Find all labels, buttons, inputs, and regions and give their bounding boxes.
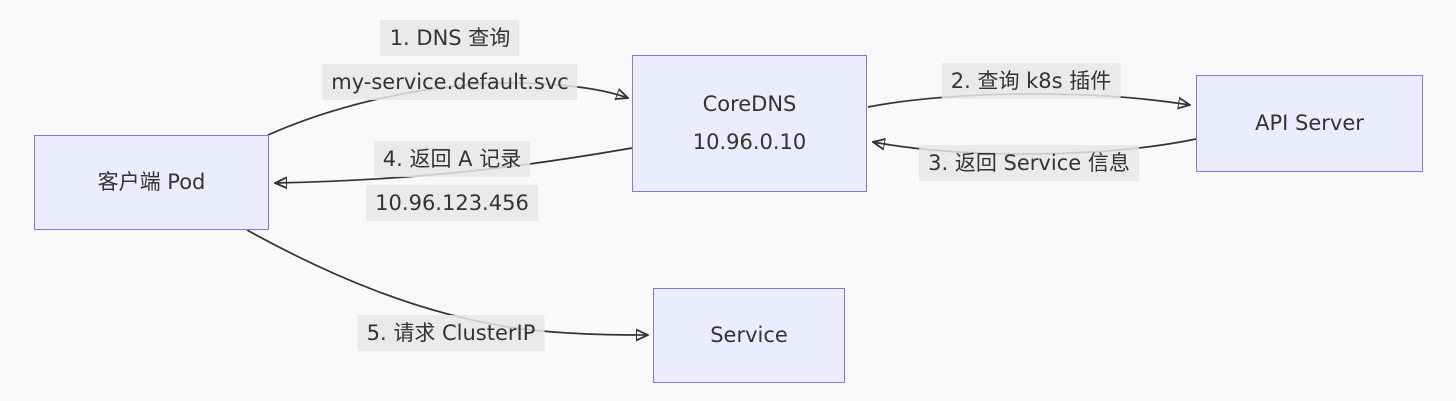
edge-label-1: 1. DNS 查询 my-service.default.svc bbox=[322, 20, 578, 100]
edge-label-3-line-1: 3. 返回 Service 信息 bbox=[919, 145, 1139, 181]
node-service: Service bbox=[653, 288, 845, 383]
node-client-pod: 客户端 Pod bbox=[34, 135, 269, 230]
edge-label-4: 4. 返回 A 记录 10.96.123.456 bbox=[366, 141, 538, 221]
node-api-server: API Server bbox=[1196, 75, 1423, 172]
node-coredns: CoreDNS 10.96.0.10 bbox=[632, 55, 867, 192]
node-coredns-ip: 10.96.0.10 bbox=[692, 129, 807, 154]
node-client-pod-label: 客户端 Pod bbox=[97, 169, 206, 194]
node-service-label: Service bbox=[710, 322, 788, 347]
node-api-server-label: API Server bbox=[1255, 110, 1364, 135]
edge-label-3: 3. 返回 Service 信息 bbox=[919, 145, 1139, 181]
edge-label-1-line-1: 1. DNS 查询 bbox=[380, 20, 520, 56]
edge-label-5: 5. 请求 ClusterIP bbox=[357, 315, 545, 351]
edge-label-2: 2. 查询 k8s 插件 bbox=[941, 63, 1121, 99]
edge-label-5-line-1: 5. 请求 ClusterIP bbox=[357, 315, 545, 351]
edge-label-2-line-1: 2. 查询 k8s 插件 bbox=[941, 63, 1121, 99]
edge-label-1-line-2: my-service.default.svc bbox=[322, 64, 578, 100]
node-coredns-label: CoreDNS bbox=[702, 92, 797, 117]
edge-label-4-line-2: 10.96.123.456 bbox=[366, 185, 538, 221]
edge-label-4-line-1: 4. 返回 A 记录 bbox=[373, 141, 531, 177]
